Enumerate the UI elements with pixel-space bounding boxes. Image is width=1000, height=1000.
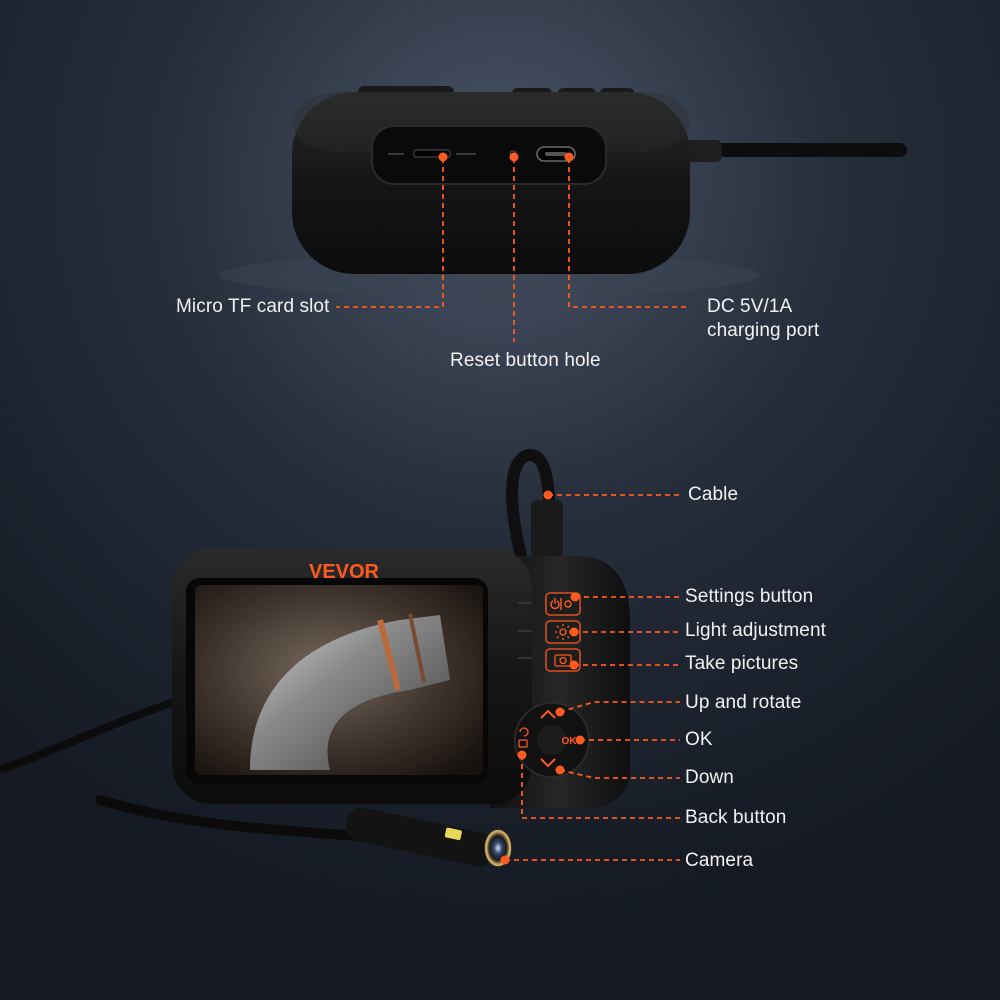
label-down: Down <box>685 767 734 788</box>
cable-strain-relief <box>682 140 722 162</box>
dot-settings <box>570 592 580 602</box>
label-settings-button: Settings button <box>685 586 814 607</box>
up-arrow-icon <box>540 709 556 719</box>
dot-cable <box>543 490 553 500</box>
top-callout-dots <box>438 152 574 162</box>
cable-connector <box>531 500 563 558</box>
probe-led-window <box>444 827 462 841</box>
ok-button[interactable] <box>537 725 567 755</box>
label-charging-port: charging port <box>707 320 820 341</box>
camera-icon <box>554 654 572 667</box>
label-cable: Cable <box>688 484 739 505</box>
ok-glyph: OK <box>562 736 578 747</box>
pipe-weld <box>377 619 401 691</box>
label-camera: Camera <box>685 850 754 871</box>
usb-c-tongue <box>545 152 567 156</box>
dot-pictures <box>569 660 579 670</box>
front-callout-dots <box>500 490 585 865</box>
label-take-pictures: Take pictures <box>685 653 799 674</box>
label-back-button: Back button <box>685 807 787 828</box>
dot-back <box>517 750 527 760</box>
dpad: OK <box>514 702 590 778</box>
left-cable <box>0 696 182 774</box>
dot-reset <box>509 152 519 162</box>
callout-dc <box>568 158 690 308</box>
label-up-and-rotate: Up and rotate <box>685 692 802 713</box>
label-ok: OK <box>685 729 713 750</box>
light-button[interactable] <box>545 620 581 644</box>
dot-down <box>555 765 565 775</box>
pipe-weld-2 <box>408 613 426 683</box>
label-dc-power: DC 5V/1A <box>707 296 793 317</box>
label-micro-tf-card-slot: Micro TF card slot <box>176 296 330 317</box>
callout-up <box>559 701 680 713</box>
callout-tf-slot <box>336 158 444 308</box>
dot-camera <box>500 855 510 865</box>
probe-body <box>345 807 495 867</box>
screen-pipe <box>250 615 450 770</box>
dot-tf-slot <box>438 152 448 162</box>
dot-light <box>569 627 579 637</box>
power-settings-icon <box>550 598 572 610</box>
port-panel <box>371 125 607 185</box>
front-callouts <box>505 494 680 861</box>
label-reset-button-hole: Reset button hole <box>450 350 601 371</box>
down-arrow-icon <box>540 758 556 768</box>
probe <box>95 795 512 867</box>
dot-ok <box>575 735 585 745</box>
callout-back <box>521 755 680 819</box>
top-callouts <box>336 158 690 342</box>
callout-down <box>559 769 680 779</box>
dot-dc <box>564 152 574 162</box>
dot-up <box>555 707 565 717</box>
label-light-adjustment: Light adjustment <box>685 620 827 641</box>
back-icon <box>518 727 529 748</box>
brand-logo: VEVOR <box>309 561 380 583</box>
